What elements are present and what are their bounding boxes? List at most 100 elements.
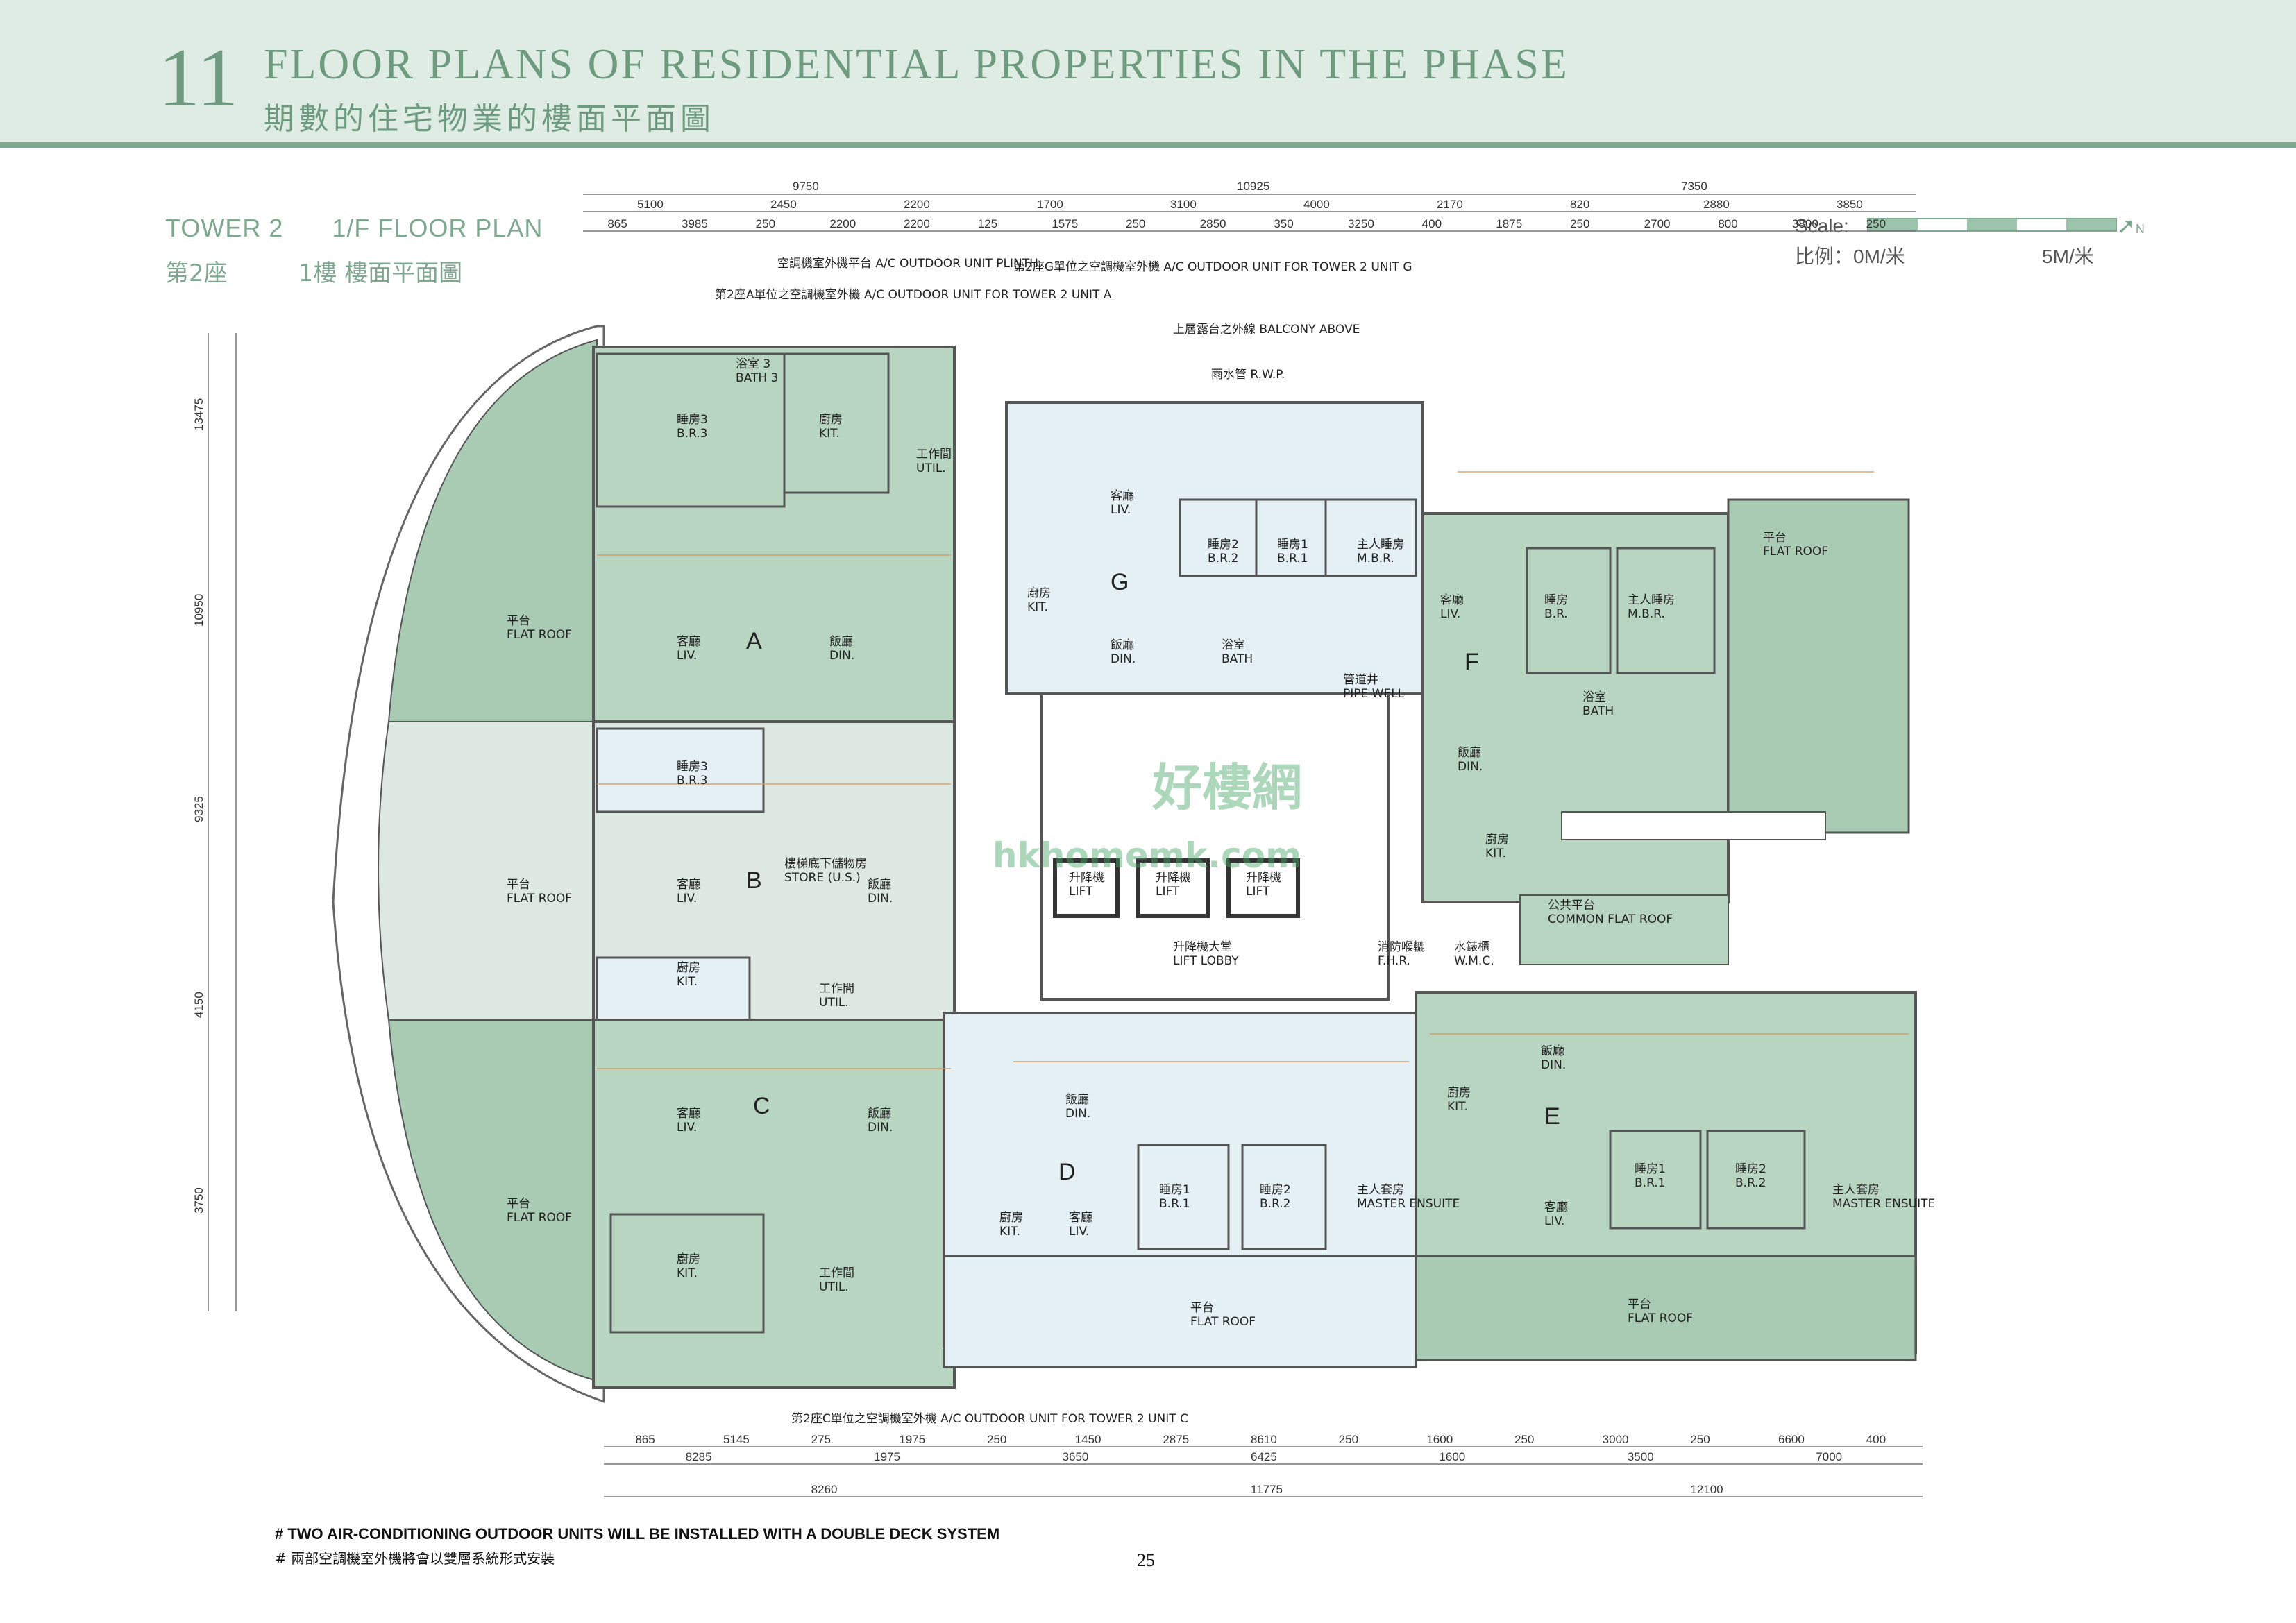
room-label-f-liv-en: LIV. — [1440, 607, 1460, 621]
room-label-fhr-zh: 消防喉轆 — [1378, 940, 1425, 954]
room-label-d-br1-zh: 睡房1 — [1159, 1183, 1190, 1197]
room-label-g-mbr-en: M.B.R. — [1357, 552, 1394, 566]
dim-top-2-2: 2200 — [904, 198, 930, 211]
room-label-f-mbr-en: M.B.R. — [1628, 607, 1665, 621]
room-label-a-bath3-en: BATH 3 — [736, 371, 778, 385]
room-label-e-liv-en: LIV. — [1544, 1214, 1564, 1228]
room-label-e-din-en: DIN. — [1541, 1058, 1566, 1072]
scale-start-label: 比例：0M/米 — [1795, 246, 1905, 267]
room-label-a-br3-zh: 睡房3 — [677, 413, 708, 427]
north-arrow-icon: ➚N — [2117, 213, 2145, 238]
dim-bottom-2-5: 3500 — [1628, 1450, 1654, 1463]
dim-top-2-8: 2880 — [1703, 198, 1730, 211]
dim-bottom-1-14: 400 — [1866, 1433, 1886, 1446]
room-label-c-liv-zh: 客廳 — [677, 1107, 700, 1121]
dim-left-0: 13475 — [192, 398, 205, 431]
room-label-g-bath-en: BATH — [1222, 652, 1253, 666]
unit-d-bedroom2 — [1241, 1144, 1327, 1250]
dim-top-3-12: 1875 — [1496, 217, 1522, 230]
callout-ac-plinth-a: 空調機室外機平台 A/C OUTDOOR UNIT PLINTH — [777, 257, 1038, 271]
callout-balcony-above: 上層露台之外線 BALCONY ABOVE — [1173, 323, 1360, 337]
room-label-f-mbr-zh: 主人睡房 — [1628, 593, 1675, 607]
dim-top-2-5: 4000 — [1303, 198, 1330, 211]
unit-b-bedroom3 — [596, 727, 765, 813]
dim-bottom-1-1: 5145 — [723, 1433, 750, 1446]
room-label-b-kit-zh: 廚房 — [677, 960, 700, 975]
room-label-g-liv-en: LIV. — [1111, 503, 1131, 517]
dim-top-3-10: 3250 — [1348, 217, 1374, 230]
dim-top-3-7: 250 — [1126, 217, 1145, 230]
dim-bottom-1-10: 250 — [1514, 1433, 1534, 1446]
dim-top-3-4: 2200 — [904, 217, 930, 230]
callout-ac-unit-a: 第2座A單位之空調機室外機 A/C OUTDOOR UNIT FOR TOWER… — [715, 288, 1112, 302]
west-terrace-a-fill — [387, 339, 598, 722]
dim-bottom-1-13: 6600 — [1778, 1433, 1805, 1446]
svg-text:好樓網: 好樓網 — [1151, 758, 1302, 817]
dim-top-2-4: 3100 — [1170, 198, 1197, 211]
floor-label: 1/F FLOOR PLAN — [332, 214, 543, 242]
room-label-c-util-en: UTIL. — [819, 1280, 849, 1294]
room-label-f-bath-zh: 浴室 — [1582, 690, 1606, 704]
room-label-b-br3-en: B.R.3 — [677, 774, 708, 788]
dim-top-2-9: 3850 — [1837, 198, 1863, 211]
room-label-f-bath-en: BATH — [1582, 704, 1614, 718]
dim-top-3-1: 3985 — [682, 217, 708, 230]
dim-bottom-1-3: 1975 — [899, 1433, 925, 1446]
unit-g-bedroom2 — [1179, 498, 1258, 577]
callout-ac-unit-g: 第2座G單位之空調機室外機 A/C OUTDOOR UNIT FOR TOWER… — [1013, 260, 1412, 274]
dim-bottom-1-2: 275 — [811, 1433, 831, 1446]
room-label-g-br1-en: B.R.1 — [1277, 552, 1308, 566]
room-label-b-br3-zh: 睡房3 — [677, 760, 708, 774]
room-label-f-liv-zh: 客廳 — [1440, 593, 1464, 607]
room-label-a-kit-en: KIT. — [819, 427, 840, 441]
room-label-b-flat-roof-en: FLAT ROOF — [507, 892, 572, 906]
ac-plinth-common — [1519, 894, 1729, 965]
dim-top-3-6: 1575 — [1052, 217, 1078, 230]
room-label-e-br2-en: B.R.2 — [1735, 1176, 1766, 1190]
unit-letter-c: C — [753, 1093, 770, 1119]
unit-g-master-bedroom — [1324, 498, 1417, 577]
room-label-pipe-well-zh: 管道井 — [1343, 673, 1378, 687]
lift-2 — [1136, 858, 1210, 918]
room-label-d-kit-en: KIT. — [999, 1225, 1020, 1239]
page-number: 25 — [1137, 1550, 1155, 1570]
dim-top-1-0: 9750 — [793, 180, 819, 193]
room-label-f-flat-roof-en: FLAT ROOF — [1763, 545, 1828, 559]
interior-dimension-lines — [597, 471, 1909, 1069]
room-label-g-br2-zh: 睡房2 — [1208, 538, 1239, 552]
room-label-g-din-en: DIN. — [1111, 652, 1136, 666]
dim-top-2-6: 2170 — [1437, 198, 1463, 211]
dim-bottom-1-12: 250 — [1690, 1433, 1710, 1446]
room-label-a-liv-zh: 客廳 — [677, 635, 700, 649]
room-label-a-liv-en: LIV. — [677, 649, 697, 663]
dim-bottom-1-9: 1600 — [1426, 1433, 1453, 1446]
room-label-f-br-zh: 睡房 — [1544, 593, 1568, 607]
room-label-b-din-zh: 飯廳 — [868, 878, 891, 892]
dim-bottom-3-2: 12100 — [1690, 1483, 1723, 1496]
dim-top-3-11: 400 — [1422, 217, 1442, 230]
dim-bottom-1-7: 8610 — [1251, 1433, 1277, 1446]
room-label-pipe-well-en: PIPE WELL — [1343, 687, 1405, 701]
room-label-f-kit-en: KIT. — [1485, 847, 1506, 860]
dim-bottom-1-11: 3000 — [1603, 1433, 1629, 1446]
room-label-fhr-en: F.H.R. — [1378, 954, 1410, 968]
room-label-a-din-en: DIN. — [829, 649, 854, 663]
room-label-common-flat-roof-zh: 公共平台 — [1548, 899, 1595, 912]
room-label-e-br1-zh: 睡房1 — [1635, 1162, 1666, 1176]
dim-top-3-17: 250 — [1866, 217, 1886, 230]
room-label-g-br2-en: B.R.2 — [1208, 552, 1239, 566]
callout-rwp: 雨水管 R.W.P. — [1211, 368, 1285, 382]
room-label-c-kit-en: KIT. — [677, 1266, 698, 1280]
room-label-lift2-zh: 升降機 — [1156, 871, 1191, 885]
room-label-e-din-zh: 飯廳 — [1541, 1044, 1564, 1058]
room-label-c-din-en: DIN. — [868, 1121, 893, 1135]
dim-top-3-2: 250 — [756, 217, 775, 230]
unit-f-flat-roof — [1727, 498, 1910, 834]
room-label-d-flat-roof-zh: 平台 — [1190, 1301, 1214, 1315]
dim-bottom-2-0: 8285 — [686, 1450, 712, 1463]
dim-bottom-1-5: 1450 — [1075, 1433, 1101, 1446]
room-label-d-flat-roof-en: FLAT ROOF — [1190, 1315, 1256, 1329]
